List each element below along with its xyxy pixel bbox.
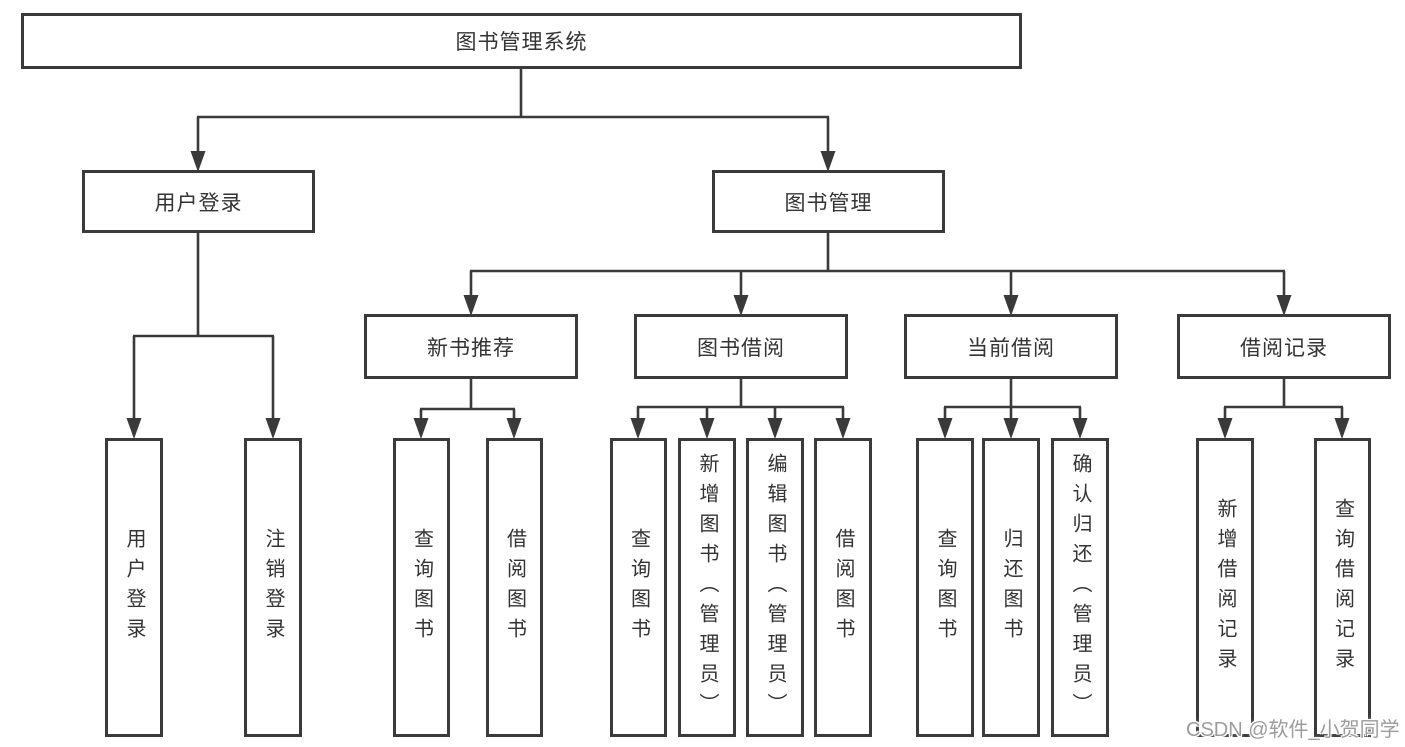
leaf-label: 归还图书 <box>1000 527 1022 648</box>
leaf-add-borrow-record: 新增借阅记录 <box>1196 438 1254 737</box>
node-label: 图书管理系统 <box>455 31 588 54</box>
leaf-borrow-books: 借阅图书 <box>814 438 872 737</box>
node-label: 新书推荐 <box>427 336 515 360</box>
leaf-user-login: 用户登录 <box>105 438 163 737</box>
leaf-label: 新增借阅记录 <box>1214 497 1236 678</box>
leaf-query-books-recommend: 查询图书 <box>393 438 450 737</box>
node-library-management-system: 图书管理系统 <box>21 13 1022 69</box>
leaf-edit-books-admin: 编辑图书（管理员） <box>746 438 804 737</box>
leaf-logout: 注销登录 <box>244 438 302 737</box>
node-current-borrowing: 当前借阅 <box>904 314 1118 379</box>
leaf-label: 查询图书 <box>934 527 956 648</box>
leaf-query-books-borrow: 查询图书 <box>610 438 667 737</box>
leaf-label: 用户登录 <box>123 527 145 648</box>
leaf-confirm-return-admin: 确认归还（管理员） <box>1051 438 1109 737</box>
node-label: 图书管理 <box>784 191 873 215</box>
node-book-borrowing: 图书借阅 <box>634 314 848 379</box>
leaf-query-books-current: 查询图书 <box>916 438 974 737</box>
leaf-label: 查询图书 <box>627 527 650 648</box>
leaf-query-borrow-record: 查询借阅记录 <box>1314 438 1371 737</box>
node-label: 图书借阅 <box>697 336 785 360</box>
leaf-add-books-admin: 新增图书（管理员） <box>678 438 736 737</box>
leaf-label: 确认归还（管理员） <box>1069 452 1091 723</box>
leaf-label: 新增图书（管理员） <box>696 452 718 723</box>
leaf-label: 注销登录 <box>262 527 284 648</box>
leaf-return-books: 归还图书 <box>982 438 1040 737</box>
leaf-label: 借阅图书 <box>503 527 526 648</box>
node-user-login: 用户登录 <box>82 170 315 233</box>
leaf-label: 查询图书 <box>410 527 433 648</box>
node-label: 借阅记录 <box>1240 336 1328 360</box>
node-label: 用户登录 <box>154 191 243 215</box>
leaf-label: 借阅图书 <box>832 527 854 648</box>
node-borrowing-records: 借阅记录 <box>1177 314 1391 379</box>
leaf-label: 编辑图书（管理员） <box>764 452 786 723</box>
leaf-label: 查询借阅记录 <box>1331 497 1354 678</box>
node-label: 当前借阅 <box>967 336 1055 360</box>
node-book-management: 图书管理 <box>712 170 945 233</box>
node-new-book-recommend: 新书推荐 <box>364 314 578 379</box>
leaf-borrow-books-recommend: 借阅图书 <box>486 438 543 737</box>
csdn-watermark: CSDN @软件_小贺同学 <box>1186 719 1400 741</box>
